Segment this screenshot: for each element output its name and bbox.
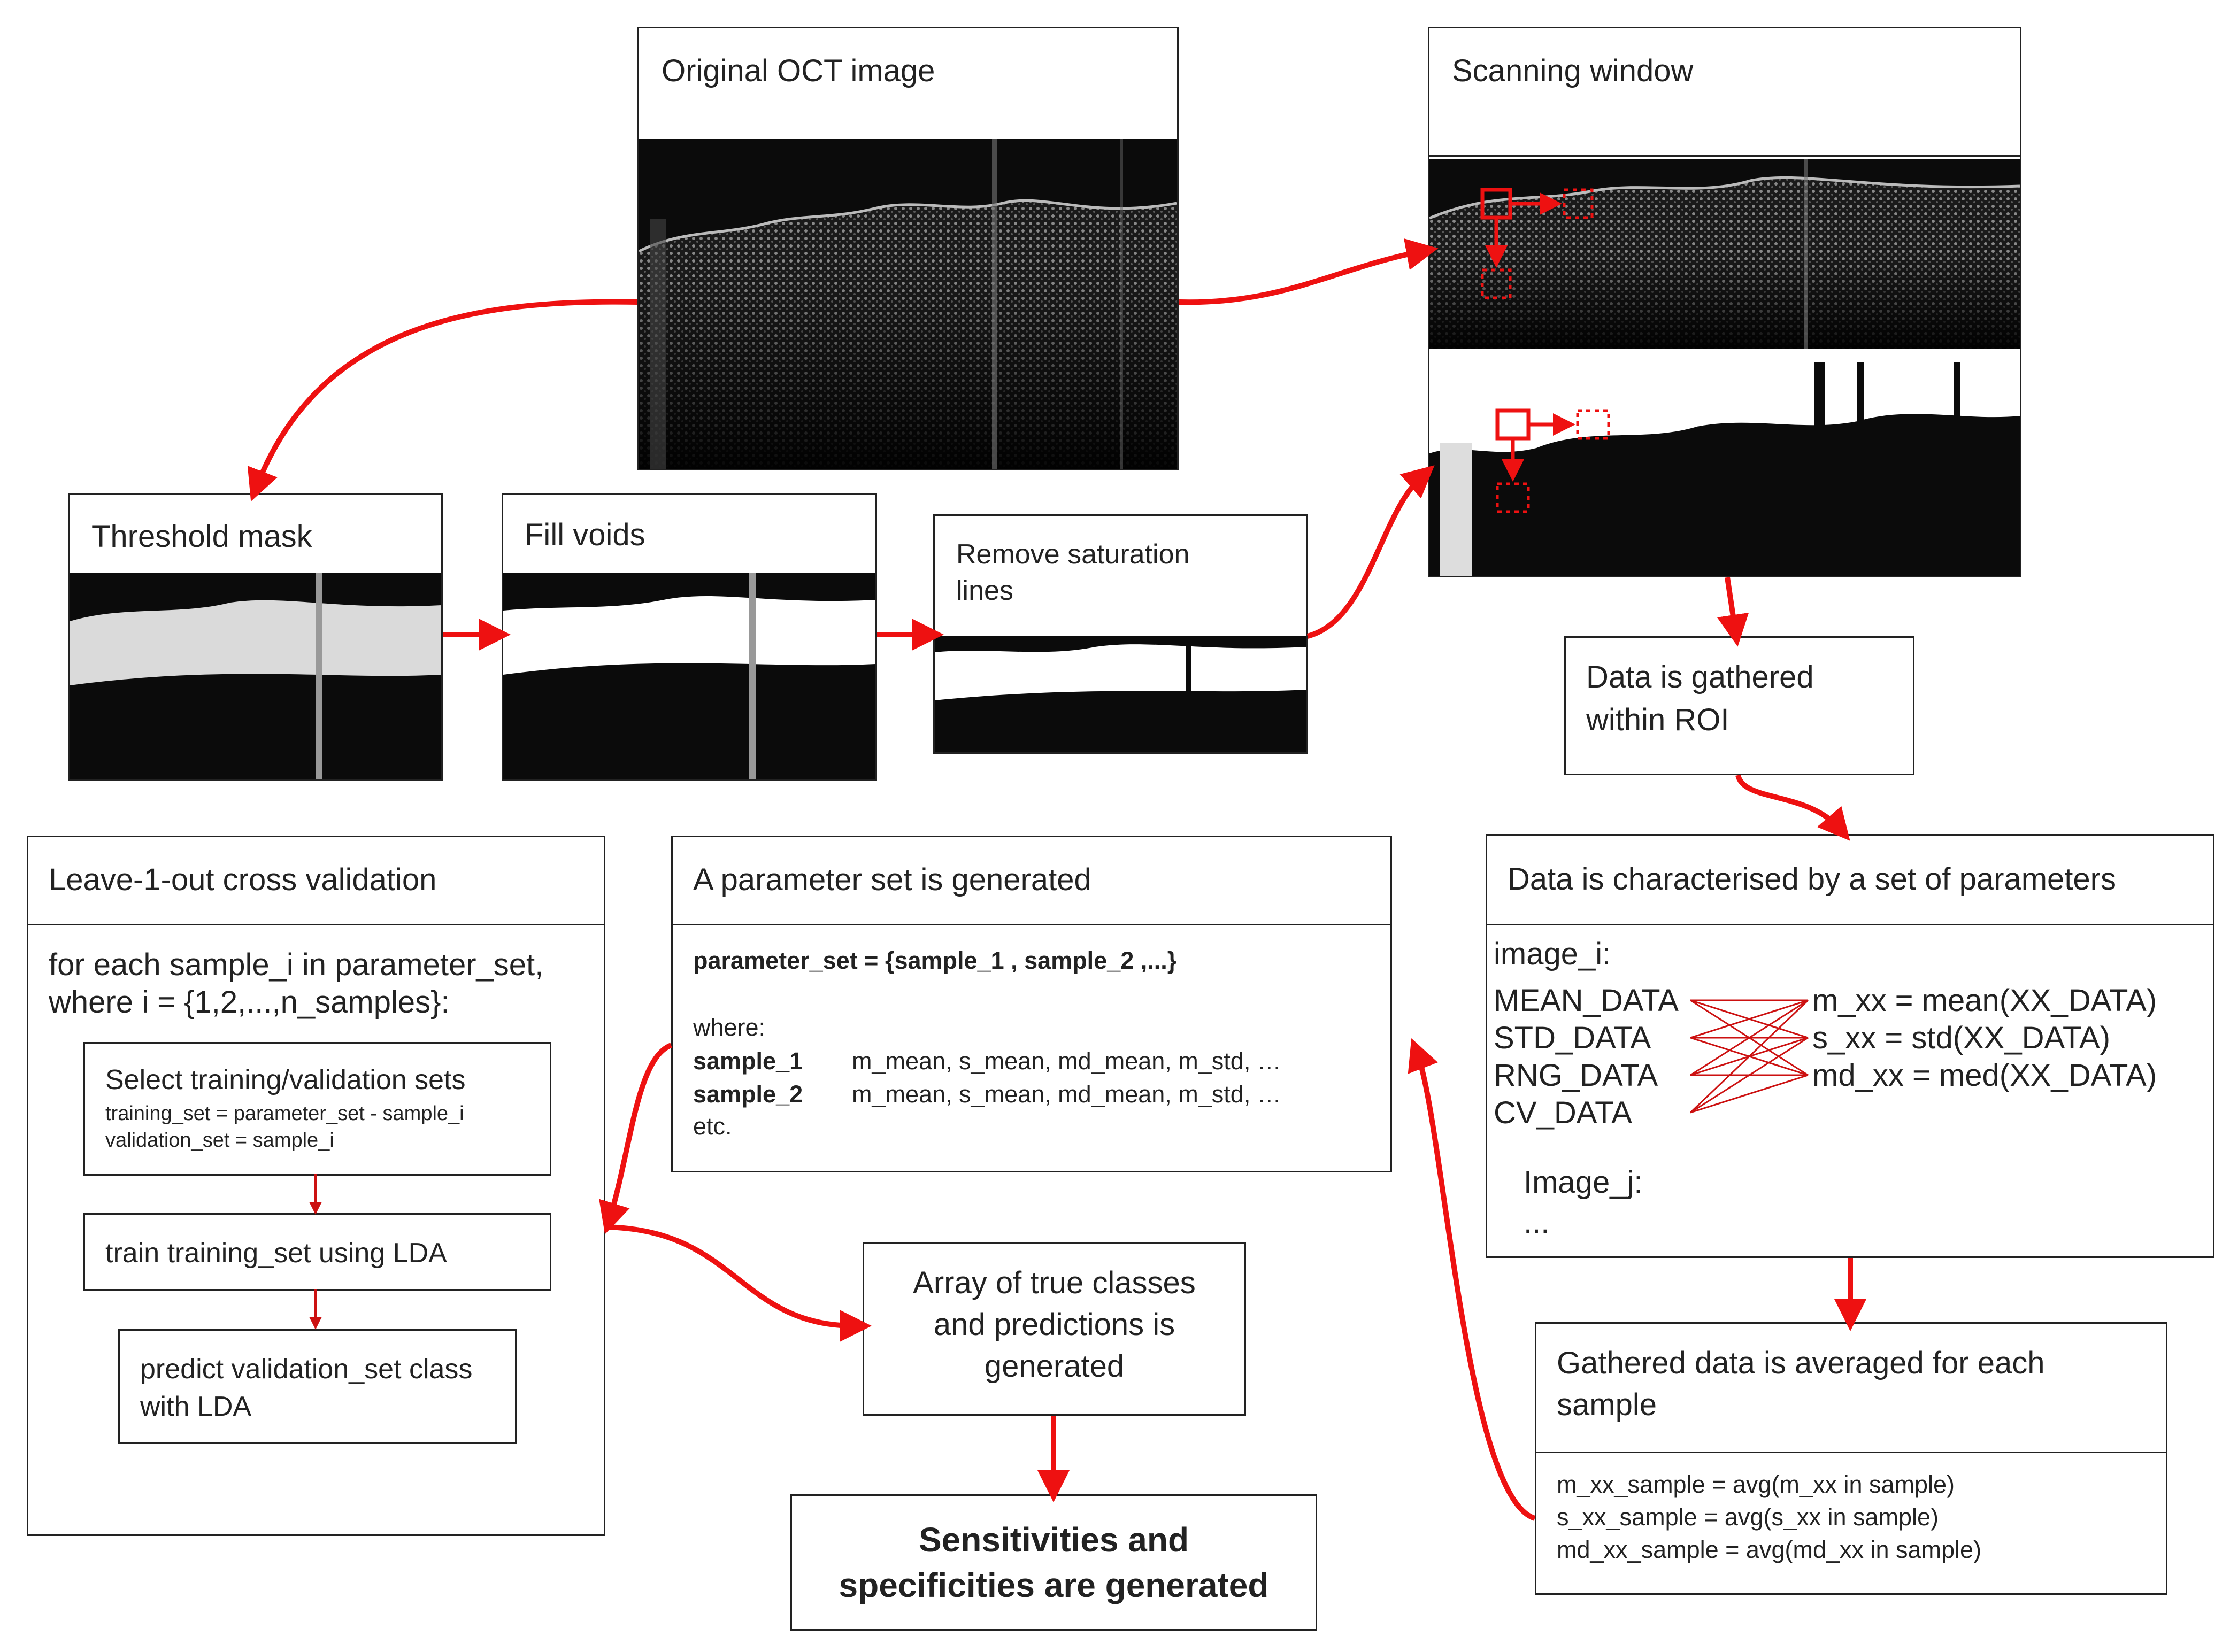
loo-header: Leave-1-out cross validation [28, 837, 604, 925]
loo-box: Leave-1-out cross validation for each sa… [27, 836, 605, 1536]
characterised-box: Data is characterised by a set of parame… [1486, 834, 2214, 1258]
threshold-mask-header: Threshold mask [70, 495, 441, 575]
scanning-window-header: Scanning window [1429, 28, 2020, 157]
arrow-gathered-to-characterised [1735, 774, 1850, 841]
predict-lda-box: predict validation_set class with LDA [118, 1329, 517, 1444]
predict-lda-l1: predict validation_set class [140, 1354, 473, 1385]
sensitivities-box: Sensitivities and specificities are gene… [790, 1494, 1317, 1631]
select-sets-title: Select training/validation sets [105, 1064, 466, 1095]
arrow-parameter-set-to-loo [599, 1043, 673, 1234]
scanning-oct-image [1429, 159, 2020, 349]
data-gathered-l2: within ROI [1586, 703, 1729, 737]
loo-line-2: where i = {1,2,...,n_samples}: [49, 985, 450, 1020]
averaged-line-0: m_xx_sample = avg(m_xx in sample) [1557, 1471, 1955, 1498]
loo-line-1: for each sample_i in parameter_set, [49, 947, 544, 982]
fill-voids-title: Fill voids [525, 518, 645, 552]
param-right-1: s_xx = std(XX_DATA) [1812, 1021, 2111, 1055]
parameter-set-title: A parameter set is generated [693, 862, 1091, 897]
sensitivities-l2: specificities are generated [839, 1566, 1269, 1604]
arrow-original-to-scanning [1179, 238, 1439, 305]
image-i-label: image_i: [1494, 937, 1611, 971]
original-oct-image [639, 139, 1177, 469]
averaged-header: Gathered data is averaged for each sampl… [1536, 1324, 2166, 1453]
remove-saturation-header: Remove saturation lines [935, 516, 1306, 638]
param-left-1: STD_DATA [1494, 1021, 1651, 1055]
remove-saturation-title-l1: Remove saturation [956, 539, 1190, 570]
parameter-set-box: A parameter set is generated parameter_s… [671, 836, 1392, 1172]
predict-lda-l2: with LDA [140, 1391, 252, 1422]
scanning-window-title: Scanning window [1452, 53, 1694, 88]
fill-voids-header: Fill voids [503, 495, 875, 575]
param-right-2: md_xx = med(XX_DATA) [1812, 1058, 2157, 1093]
select-sets-validation: validation_set = sample_i [105, 1129, 334, 1152]
parameter-set-definition: parameter_set = {sample_1 , sample_2 ,..… [693, 947, 1177, 974]
scanning-mask-texture [1429, 362, 2020, 576]
fill-voids-image [503, 573, 875, 779]
threshold-mask-title: Threshold mask [91, 519, 312, 554]
original-oct-title: Original OCT image [662, 53, 935, 88]
remove-saturation-texture [935, 636, 1306, 700]
threshold-mask-texture [70, 573, 441, 779]
array-l1: Array of true classes [913, 1265, 1196, 1300]
original-oct-header: Original OCT image [639, 28, 1177, 141]
averaged-box: Gathered data is averaged for each sampl… [1535, 1322, 2167, 1595]
param-right-0: m_xx = mean(XX_DATA) [1812, 983, 2157, 1018]
arrow-original-to-threshold [247, 299, 638, 501]
fill-voids-texture [503, 573, 875, 779]
array-l2: and predictions is [933, 1307, 1175, 1342]
arrow-saturation-to-scanning [1306, 465, 1435, 639]
train-lda-label: train training_set using LDA [105, 1238, 447, 1269]
remove-saturation-box: Remove saturation lines [933, 514, 1308, 754]
fill-voids-box: Fill voids [502, 493, 877, 781]
oct-texture [639, 139, 1177, 469]
arrow-loo-to-array [605, 1224, 872, 1342]
arrow-scanning-to-gathered [1717, 577, 1749, 647]
original-oct-box: Original OCT image [637, 27, 1179, 470]
sample-2-values: m_mean, s_mean, md_mean, m_std, … [852, 1080, 1281, 1108]
param-left-0: MEAN_DATA [1494, 983, 1679, 1018]
remove-saturation-image [935, 636, 1306, 752]
threshold-mask-box: Threshold mask [68, 493, 443, 781]
train-lda-box: train training_set using LDA [83, 1213, 551, 1291]
scanning-mask-image [1429, 362, 2020, 576]
averaged-line-2: md_xx_sample = avg(md_xx in sample) [1557, 1536, 1982, 1563]
parameter-set-where: where: [693, 1014, 766, 1041]
select-sets-training: training_set = parameter_set - sample_i [105, 1102, 464, 1125]
remove-saturation-title-l2: lines [956, 575, 1013, 606]
data-gathered-l1: Data is gathered [1586, 660, 1814, 694]
array-box: Array of true classes and predictions is… [863, 1242, 1246, 1416]
sample-2-name: sample_2 [693, 1080, 803, 1108]
loo-title: Leave-1-out cross validation [49, 862, 437, 897]
scanning-window-box: Scanning window [1428, 27, 2021, 577]
array-l3: generated [984, 1349, 1125, 1384]
scanning-oct-texture [1429, 159, 2020, 349]
averaged-line-1: s_xx_sample = avg(s_xx in sample) [1557, 1503, 1939, 1531]
image-j-label: Image_j: [1524, 1165, 1643, 1200]
averaged-title-l2: sample [1557, 1387, 1657, 1422]
threshold-mask-image [70, 573, 441, 779]
param-mapping-lines [1689, 999, 1809, 1114]
sample-1-name: sample_1 [693, 1047, 803, 1075]
characterised-title: Data is characterised by a set of parame… [1508, 862, 2116, 897]
sensitivities-l1: Sensitivities and [918, 1520, 1189, 1559]
select-sets-box: Select training/validation sets training… [83, 1042, 551, 1176]
averaged-title-l1: Gathered data is averaged for each [1557, 1346, 2045, 1380]
data-gathered-box: Data is gathered within ROI [1564, 636, 1914, 775]
parameter-set-header: A parameter set is generated [673, 837, 1390, 925]
image-j-ellipsis: ... [1524, 1205, 1550, 1240]
sample-1-values: m_mean, s_mean, md_mean, m_std, … [852, 1047, 1281, 1075]
characterised-header: Data is characterised by a set of parame… [1487, 836, 2213, 925]
parameter-set-etc: etc. [693, 1113, 732, 1140]
